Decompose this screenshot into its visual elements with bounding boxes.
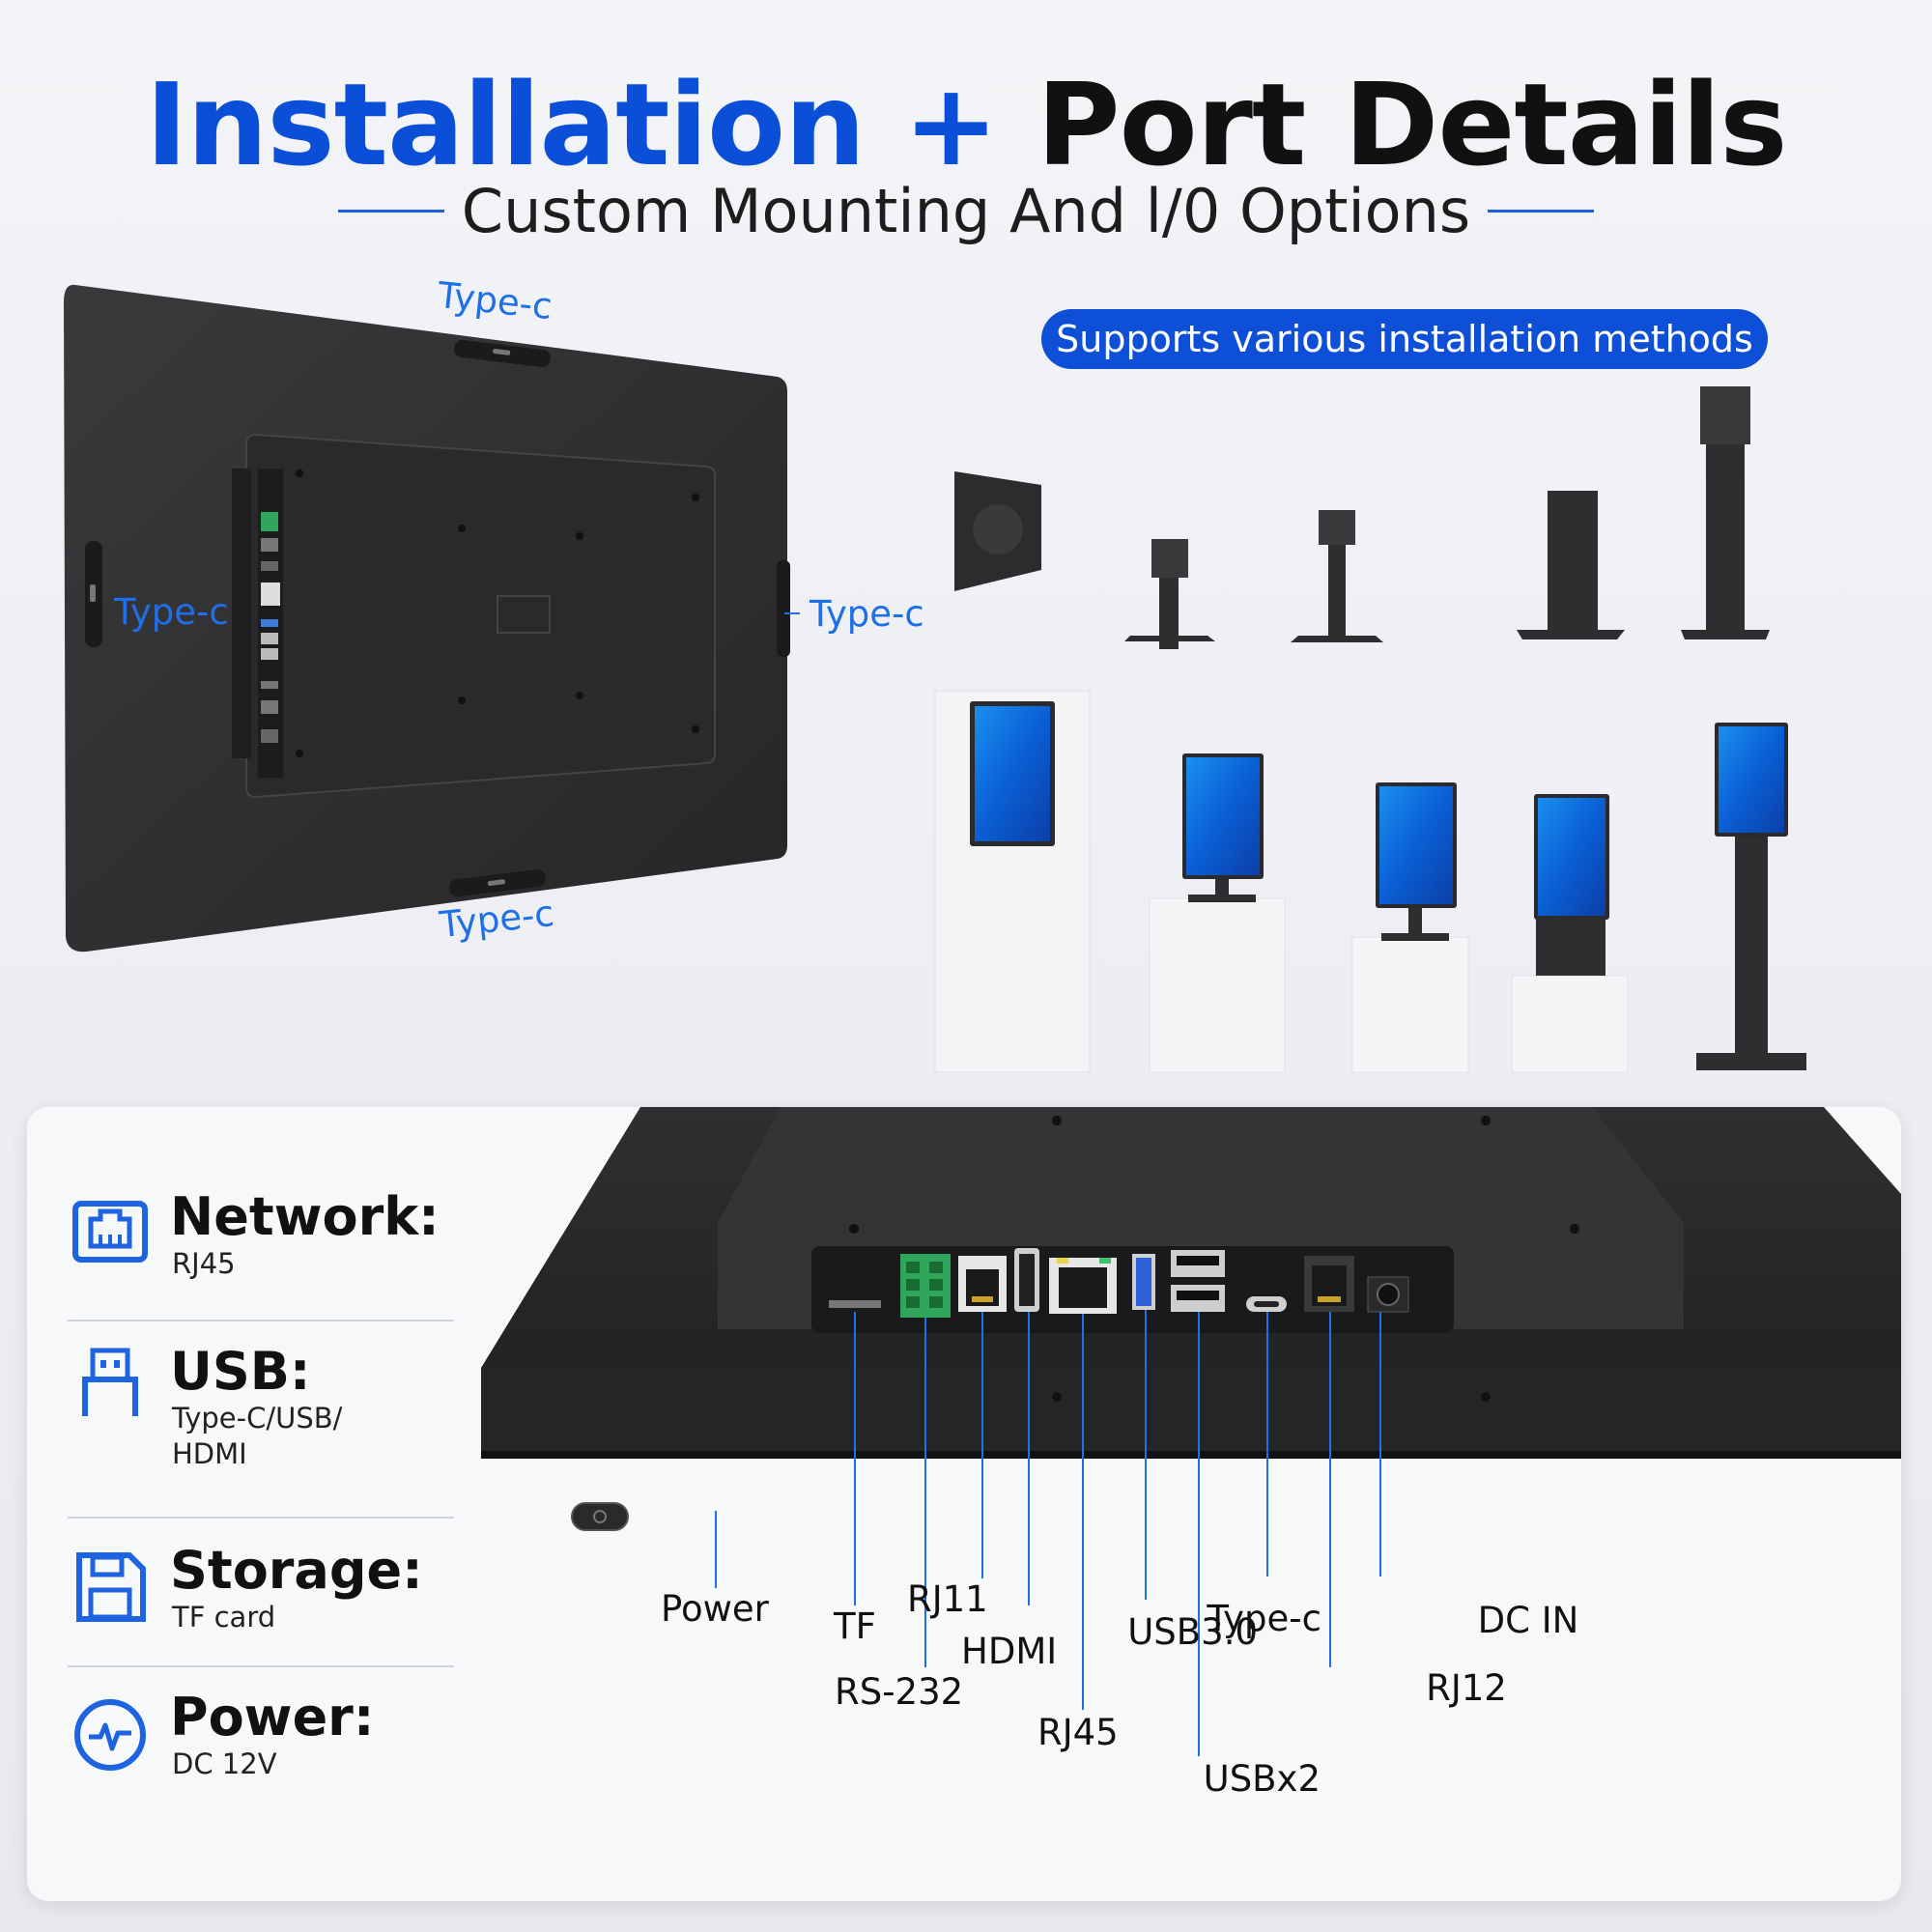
network-icon (72, 1201, 148, 1263)
port-label-usbx2: USBx2 (1203, 1758, 1321, 1800)
monitor-ports-image (481, 1107, 1901, 1531)
spec-power-label: Power: (170, 1687, 375, 1747)
spec-usb-value-line2: HDMI (172, 1437, 247, 1470)
spec-power-value: DC 12V (172, 1747, 277, 1780)
port-label-rj11: RJ11 (907, 1578, 988, 1620)
subtitle-left-rule (337, 210, 444, 213)
port-label-rj12: RJ12 (1426, 1667, 1507, 1709)
port-label-tf: TF (834, 1605, 876, 1647)
page-subtitle: Custom Mounting And l/0 Options (461, 176, 1471, 246)
installation-methods-badge: Supports various installation methods (1041, 309, 1768, 369)
spec-divider (68, 1517, 454, 1519)
leader-tf (854, 1312, 856, 1605)
leader-typec (1266, 1312, 1268, 1577)
title-part-installation: Installation + (145, 58, 999, 191)
port-label-dcin: DC IN (1477, 1600, 1579, 1641)
port-label-hdmi: HDMI (961, 1631, 1058, 1672)
spec-storage-label: Storage: (170, 1540, 423, 1601)
floor-kiosk-icon (1696, 723, 1806, 1070)
short-desk-stand-icon (1124, 539, 1215, 649)
subtitle-right-rule (1488, 210, 1595, 213)
tall-desk-stand-icon (1291, 510, 1383, 642)
leader-rs232 (924, 1318, 926, 1667)
port-label-power: Power (661, 1588, 769, 1630)
power-icon (74, 1699, 146, 1771)
spec-usb-label: USB: (170, 1341, 311, 1402)
monitor-back-image (64, 284, 790, 952)
cabinet-kiosk-icon (934, 690, 1091, 1073)
leader-power (715, 1511, 717, 1588)
subtitle-row: Custom Mounting And l/0 Options (0, 176, 1932, 246)
callout-typec-right: Type-c (810, 593, 924, 635)
page-title: Installation + Port Details (0, 58, 1932, 191)
leader-rj11 (981, 1312, 983, 1578)
desk-stand-on-counter-icon (1149, 753, 1286, 1073)
usb-icon (82, 1348, 138, 1416)
counter-kiosk-icon (1511, 794, 1629, 1073)
leader-rj45 (1082, 1314, 1084, 1710)
port-label-usb30: USB3.0 (1127, 1611, 1258, 1653)
port-label-rj45: RJ45 (1037, 1712, 1119, 1753)
title-part-port-details: Port Details (1037, 58, 1787, 191)
port-label-typec: Type-c (1207, 1598, 1321, 1639)
installation-methods-image (934, 386, 1806, 1073)
leader-dcin (1379, 1312, 1381, 1577)
leader-usb30 (1145, 1310, 1147, 1600)
pedestal-stand-icon (1517, 491, 1625, 639)
leader-hdmi (1028, 1312, 1030, 1605)
floor-stand-icon (1681, 386, 1770, 639)
spec-divider (68, 1665, 454, 1667)
spec-divider (68, 1320, 454, 1321)
leader-usbx2 (1198, 1312, 1200, 1756)
storage-icon (76, 1552, 146, 1622)
port-details-panel: Network: RJ45 USB: Type-C/USB/ HDMI Stor… (27, 1107, 1901, 1901)
spec-storage-value: TF card (172, 1601, 276, 1634)
spec-usb-value-line1: Type-C/USB/ (172, 1402, 343, 1435)
spec-network-value: RJ45 (172, 1247, 236, 1280)
callout-typec-left: Type-c (114, 591, 229, 633)
port-label-rs232: RS-232 (835, 1671, 964, 1713)
vertical-stand-on-counter-icon (1351, 782, 1469, 1073)
spec-network-label: Network: (170, 1186, 440, 1247)
callout-typec-right-leader (784, 612, 800, 614)
leader-rj12 (1329, 1312, 1331, 1667)
wall-mount-plate-icon (954, 471, 1041, 591)
